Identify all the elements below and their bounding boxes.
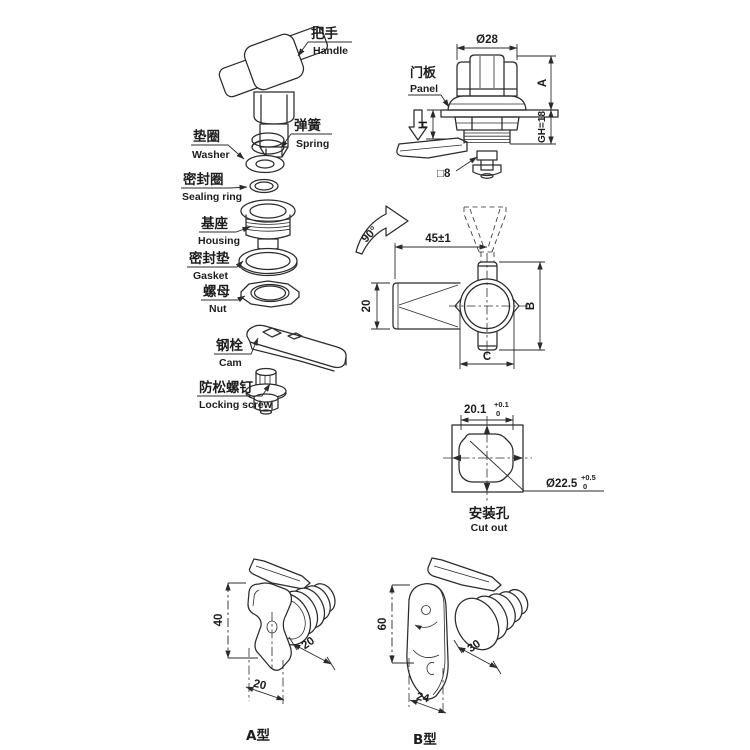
label-cutout-zh: 安装孔 (469, 505, 510, 522)
part-cam (246, 324, 347, 372)
rotation-arrow (355, 205, 409, 255)
label-spring-en: Spring (296, 138, 329, 150)
dim-type-b-height: 60 (377, 618, 389, 631)
label-nut-en: Nut (209, 303, 227, 315)
dim-cutout-width: 20.1 (464, 404, 487, 416)
dim-cutout-diameter: Ø22.5 (546, 478, 578, 490)
type-b-handle (406, 583, 449, 700)
dim-cutout-dia-tol-upper: +0.5 (581, 473, 596, 482)
part-housing (240, 199, 296, 252)
dim-b: B (525, 302, 537, 310)
label-handle-en: Handle (313, 45, 348, 57)
cutout-square (451, 424, 524, 493)
type-a-view: 40 20 20 A型 (213, 558, 336, 744)
label-locking-screw-en: Locking screw (199, 399, 273, 411)
label-type-b: B型 (413, 731, 437, 748)
dim-type-a-width: 20 (252, 678, 267, 693)
label-housing-en: Housing (198, 235, 240, 247)
label-sealing-ring-en: Sealing ring (182, 191, 242, 203)
label-locking-screw-zh: 防松螺钉 (199, 379, 253, 396)
cutout-hole (458, 433, 514, 483)
part-washer (245, 154, 285, 174)
dim-grip-height: GH=18 (537, 111, 548, 143)
dim-square-8: □8 (437, 168, 451, 180)
label-washer-zh: 垫圈 (193, 128, 220, 145)
front-view: Ø28 A GH=18 H 门板 Panel □8 (396, 34, 559, 180)
label-gasket-zh: 密封垫 (188, 250, 230, 267)
label-cutout-en: Cut out (471, 522, 508, 534)
dim-handle-20: 20 (361, 300, 373, 313)
label-cam-zh: 钢栓 (216, 337, 243, 354)
part-nut (240, 280, 300, 308)
label-panel-en: Panel (410, 83, 438, 95)
dim-type-b-width: 24 (415, 691, 431, 706)
cam-lever (396, 137, 468, 159)
dim-rotation-90: 90° (359, 224, 380, 245)
dim-a: A (537, 79, 549, 87)
dim-h: H (418, 121, 430, 129)
type-b-view: 60 30 24 B型 (377, 557, 529, 748)
label-housing-zh: 基座 (201, 215, 228, 232)
dim-cutout-width-tol-upper: +0.1 (494, 400, 509, 409)
label-handle-zh: 把手 (311, 25, 338, 42)
label-washer-en: Washer (192, 149, 230, 161)
part-sealing-ring (249, 178, 279, 194)
type-a-handle (247, 582, 292, 671)
top-view: 90° 45±1 20 B C (355, 205, 545, 369)
dim-length-45: 45±1 (425, 233, 451, 245)
insert-direction-arrow (408, 109, 428, 141)
label-type-a: A型 (246, 727, 270, 744)
label-sealing-ring-zh: 密封圈 (182, 171, 224, 188)
label-nut-zh: 螺母 (203, 283, 230, 300)
label-gasket-en: Gasket (193, 270, 229, 282)
dim-cutout-width-tol-lower: 0 (496, 409, 500, 418)
dim-cutout-dia-tol-lower: 0 (583, 482, 587, 491)
label-spring-zh: 弹簧 (294, 117, 321, 134)
dim-diameter-28: Ø28 (476, 34, 498, 46)
dim-c: C (483, 351, 491, 363)
dim-type-a-height: 40 (213, 614, 225, 627)
handle-rotated-dashed (463, 206, 507, 262)
part-gasket (238, 247, 298, 277)
label-panel-zh: 门板 (410, 65, 437, 81)
label-cam-en: Cam (219, 357, 242, 369)
exploded-labels: 把手 Handle 弹簧 Spring 垫圈 Washer 密封圈 Sealin… (181, 25, 352, 411)
exploded-view: 把手 Handle 弹簧 Spring 垫圈 Washer 密封圈 Sealin… (181, 25, 352, 415)
cutout-view: 20.1 +0.1 0 Ø22.5 +0.5 0 安装孔 Cut out (443, 400, 604, 534)
